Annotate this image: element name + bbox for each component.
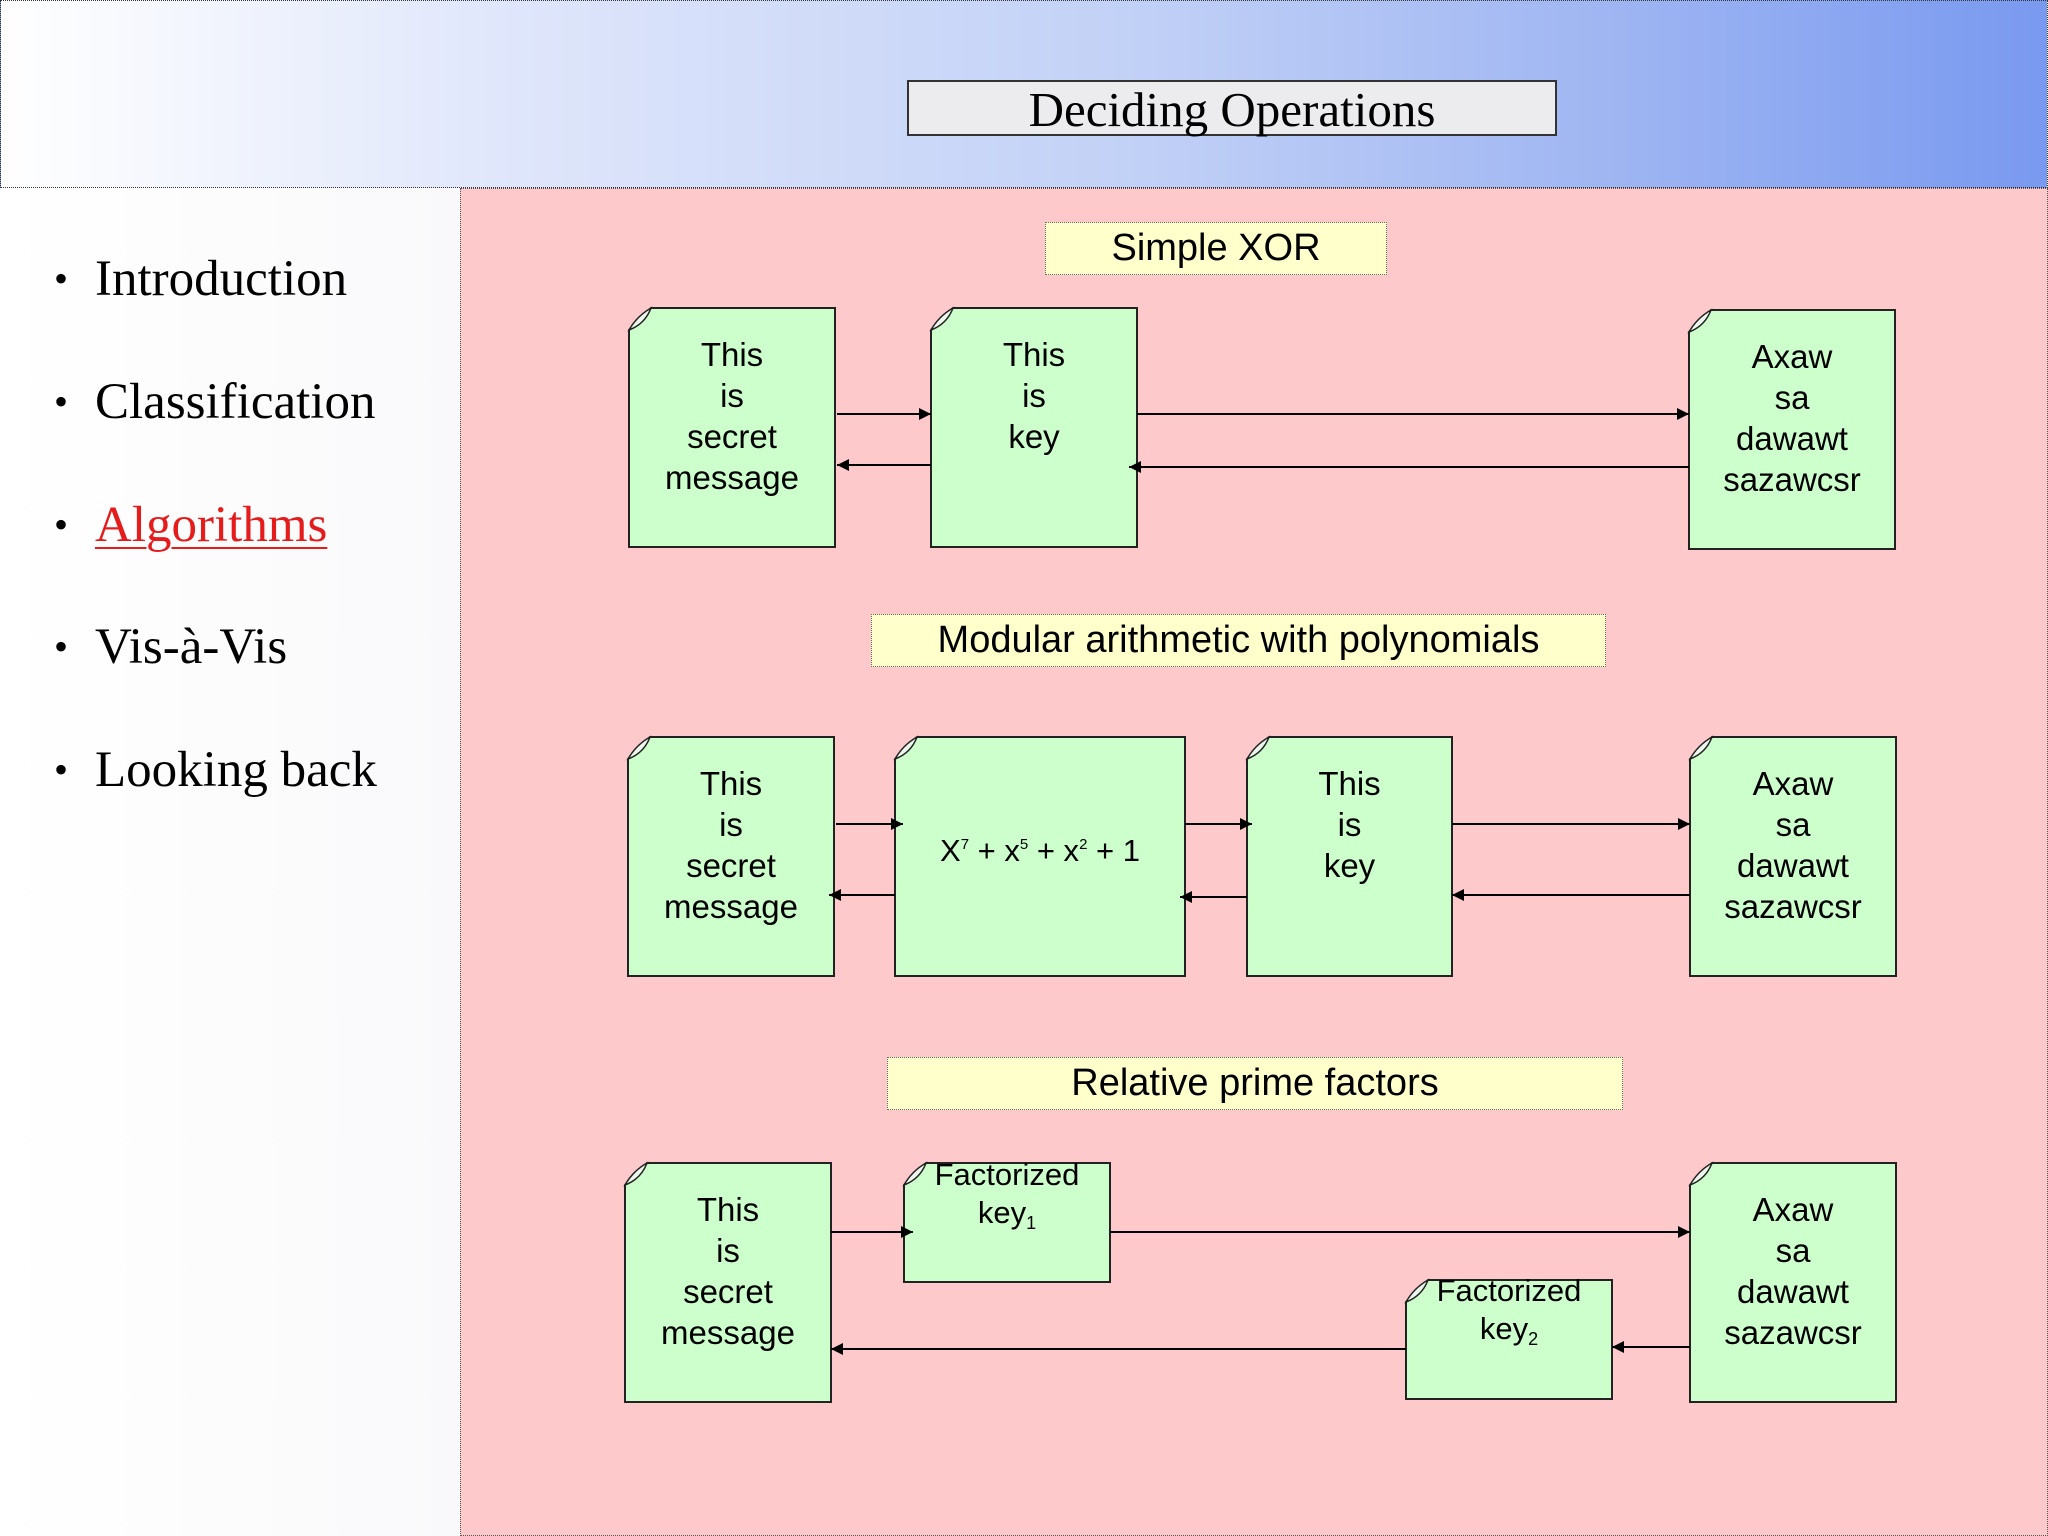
prime-key2-text-base: key bbox=[1479, 1311, 1529, 1346]
note-poly-formula bbox=[893, 735, 1186, 977]
prime-cipher-text-line: Axaw bbox=[1752, 1191, 1834, 1228]
section-label-poly: Modular arithmetic with polynomials bbox=[871, 614, 1606, 667]
xor-cipher-text-line: sa bbox=[1774, 379, 1810, 416]
note-poly-message bbox=[626, 735, 835, 977]
nav-item-label-active[interactable]: Algorithms bbox=[95, 497, 328, 553]
nav-item-label: Looking back bbox=[95, 742, 377, 798]
polynomial-formula: X7 + x5 + x2 + 1 bbox=[895, 825, 1185, 871]
formula-part: + x bbox=[969, 833, 1020, 868]
bullet-icon: • bbox=[54, 379, 69, 424]
poly-key-text: This is key bbox=[1247, 763, 1452, 886]
bullet-icon: • bbox=[54, 256, 69, 301]
poly-message-text-line: is bbox=[719, 806, 743, 843]
note-xor-cipher bbox=[1687, 308, 1896, 550]
nav-item-looking-back[interactable]: • Looking back bbox=[54, 741, 377, 799]
prime-key2-text-line2: key2 bbox=[1406, 1310, 1612, 1358]
note-prime-key2 bbox=[1404, 1278, 1613, 1400]
prime-cipher-text-line: sa bbox=[1775, 1232, 1811, 1269]
note-prime-key1 bbox=[902, 1161, 1111, 1283]
nav-item-introduction[interactable]: • Introduction bbox=[54, 250, 347, 308]
prime-key1-text-line2: key1 bbox=[904, 1194, 1110, 1242]
note-poly-key bbox=[1245, 735, 1453, 977]
formula-part: 2 bbox=[1079, 836, 1088, 853]
poly-message-text-line: message bbox=[664, 888, 798, 925]
diagram-canvas bbox=[623, 306, 1897, 1403]
prime-message-text-line: is bbox=[716, 1232, 740, 1269]
poly-key-text-line: is bbox=[1337, 806, 1362, 843]
xor-cipher-text-line: Axaw bbox=[1751, 338, 1833, 375]
xor-key-text-line: This bbox=[1002, 336, 1066, 373]
prime-cipher-text: Axaw sa dawawt sazawcsr bbox=[1690, 1189, 1896, 1353]
poly-cipher-text: Axaw sa dawawt sazawcsr bbox=[1690, 763, 1896, 927]
section-label-prime: Relative prime factors bbox=[887, 1057, 1623, 1110]
poly-cipher-text-line: Axaw bbox=[1752, 765, 1834, 802]
prime-cipher-text-line: dawawt bbox=[1737, 1273, 1849, 1310]
xor-message-text-line: message bbox=[665, 459, 799, 496]
poly-message-text-line: This bbox=[699, 765, 763, 802]
nav-item-algorithms[interactable]: • Algorithms bbox=[54, 496, 327, 554]
bullet-icon: • bbox=[54, 747, 69, 792]
poly-message-text-line: secret bbox=[686, 847, 776, 884]
note-prime-cipher bbox=[1688, 1161, 1897, 1403]
nav-item-label: Vis-à-Vis bbox=[95, 619, 288, 675]
xor-message-text: This is secret message bbox=[629, 334, 835, 498]
prime-message-text-line: This bbox=[696, 1191, 760, 1228]
prime-message-text-line: secret bbox=[683, 1273, 773, 1310]
xor-message-text-line: This bbox=[700, 336, 764, 373]
xor-cipher-text-line: dawawt bbox=[1736, 420, 1848, 457]
prime-key1-text-subscript: 1 bbox=[1026, 1213, 1037, 1233]
poly-key-text-line: key bbox=[1323, 847, 1376, 884]
bullet-icon: • bbox=[54, 502, 69, 547]
prime-message-text: This is secret message bbox=[625, 1189, 831, 1353]
prime-key1-text-line1: Factorized bbox=[934, 1157, 1080, 1192]
formula-part: 7 bbox=[960, 836, 970, 853]
poly-cipher-text-line: sa bbox=[1775, 806, 1811, 843]
nav-item-classification[interactable]: • Classification bbox=[54, 373, 375, 431]
nav-item-label: Classification bbox=[95, 374, 376, 430]
xor-key-text-line: key bbox=[1008, 418, 1060, 455]
formula-part: + x bbox=[1028, 833, 1080, 868]
poly-cipher-text-line: dawawt bbox=[1737, 847, 1849, 884]
prime-key2-text-subscript: 2 bbox=[1528, 1329, 1539, 1349]
note-prime-message bbox=[623, 1161, 832, 1403]
bullet-icon: • bbox=[54, 624, 69, 669]
formula-part: 5 bbox=[1019, 836, 1029, 853]
slide-title: Deciding Operations bbox=[907, 80, 1557, 137]
xor-message-text-line: is bbox=[720, 377, 744, 414]
prime-message-text-line: message bbox=[661, 1314, 795, 1351]
xor-cipher-text: Axaw sa dawawt sazawcsr bbox=[1689, 336, 1895, 500]
section-label-xor: Simple XOR bbox=[1045, 222, 1387, 275]
nav-item-label: Introduction bbox=[95, 251, 348, 307]
xor-message-text-line: secret bbox=[687, 418, 777, 455]
prime-key1-text-base: key bbox=[977, 1195, 1027, 1230]
nav-sidebar: • Introduction • Classification • Algorithm… bbox=[0, 188, 459, 1536]
note-xor-message bbox=[627, 306, 836, 548]
prime-key2-text-line1: Factorized bbox=[1436, 1273, 1582, 1308]
prime-cipher-text-line: sazawcsr bbox=[1724, 1314, 1862, 1351]
xor-cipher-text-line: sazawcsr bbox=[1723, 461, 1861, 498]
xor-key-text: This is key bbox=[931, 334, 1137, 457]
nav-item-vis-a-vis[interactable]: • Vis-à-Vis bbox=[54, 618, 287, 676]
note-xor-key bbox=[929, 306, 1138, 548]
formula-part: X bbox=[940, 833, 961, 868]
poly-message-text: This is secret message bbox=[628, 763, 834, 927]
xor-key-text-line: is bbox=[1022, 377, 1046, 414]
note-poly-cipher bbox=[1688, 735, 1897, 977]
poly-cipher-text-line: sazawcsr bbox=[1724, 888, 1862, 925]
formula-part: + 1 bbox=[1087, 833, 1140, 868]
title-bar: Deciding Operations bbox=[0, 0, 2048, 188]
poly-key-text-line: This bbox=[1318, 765, 1381, 802]
